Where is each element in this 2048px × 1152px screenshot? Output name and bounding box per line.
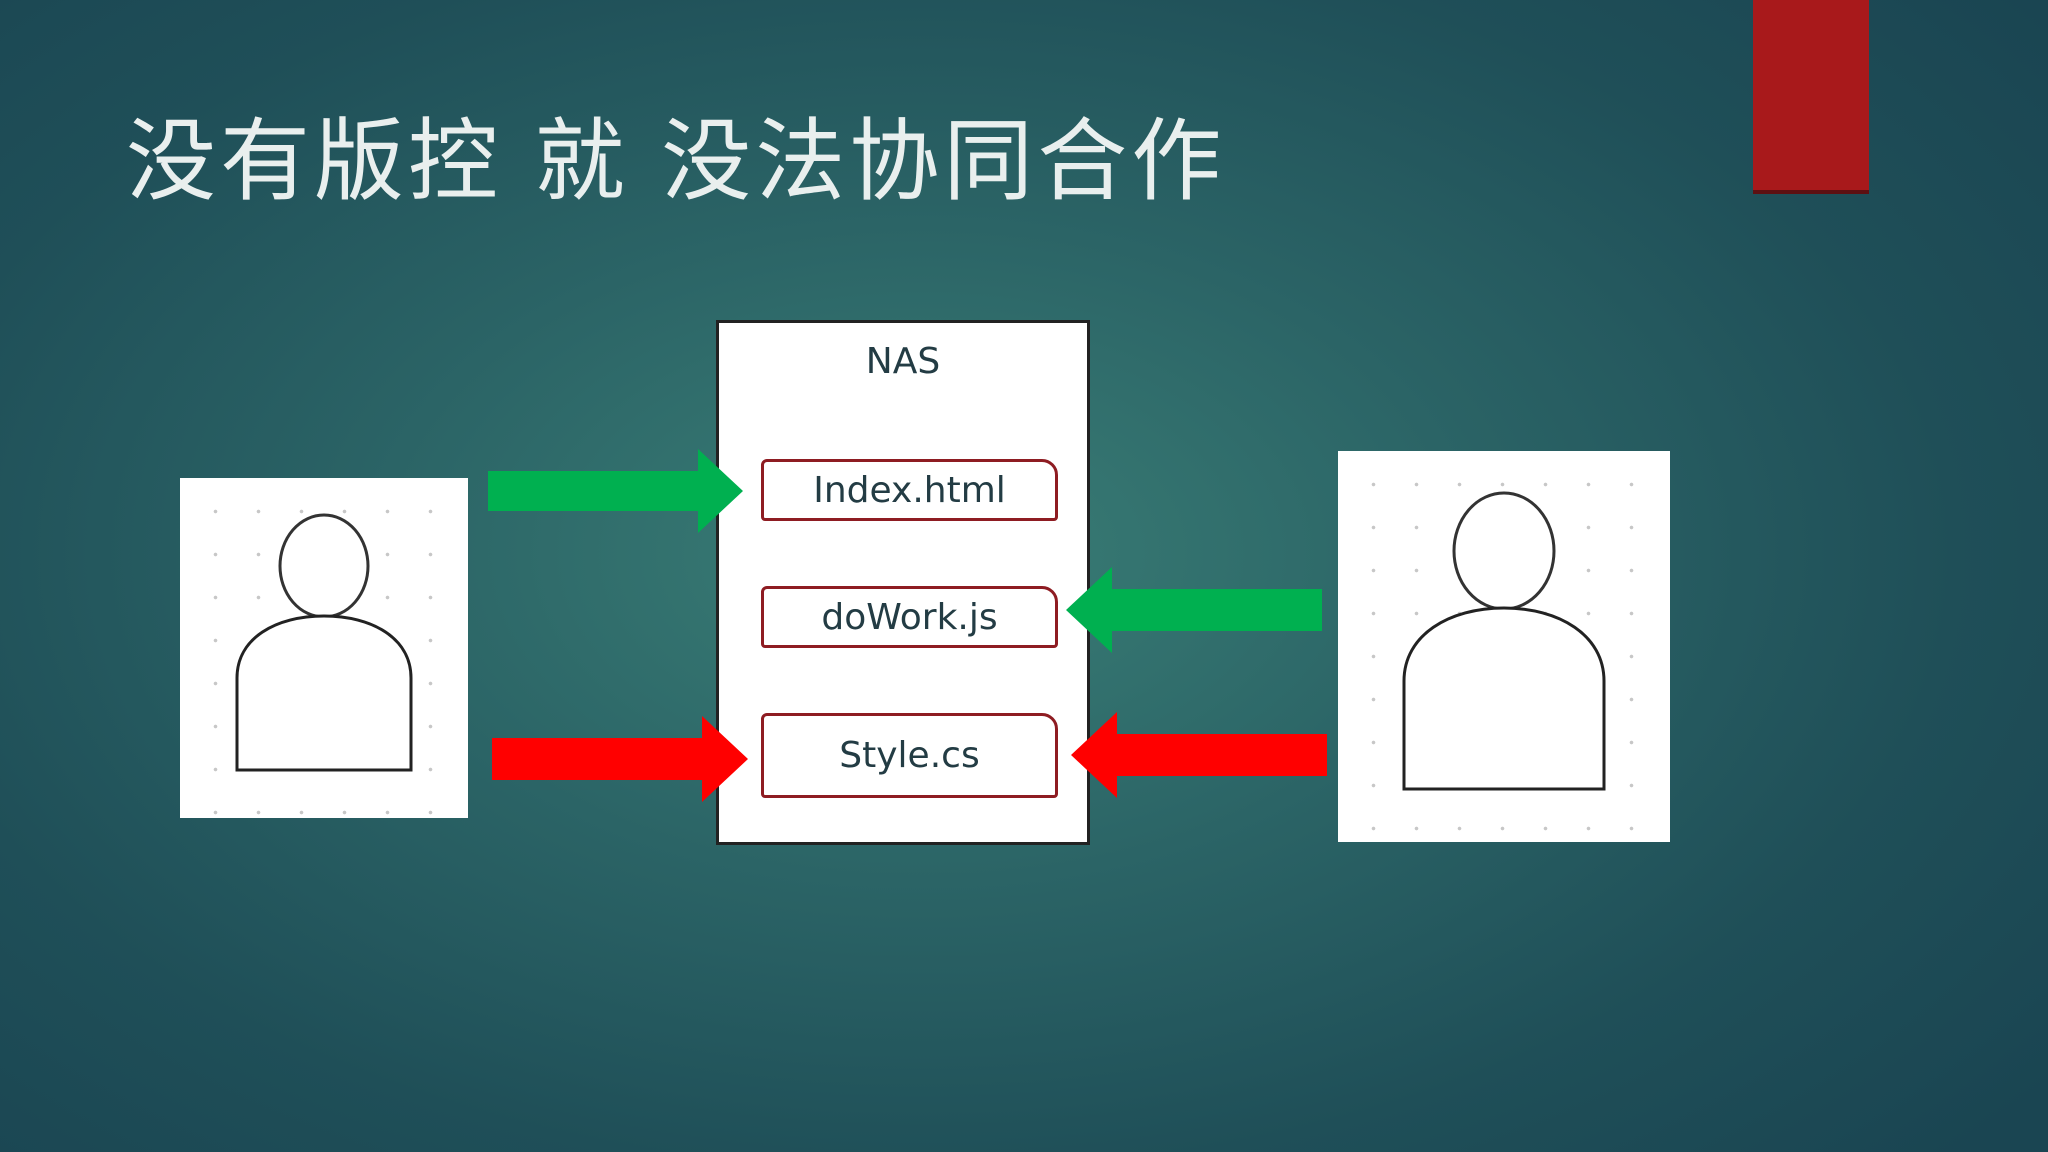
person-outline-icon [235,513,413,772]
accent-bar [1753,0,1869,190]
green-arrow-left-to-nas [488,449,743,533]
nas-label: NAS [865,341,941,382]
red-arrow-left-to-nas [492,716,748,802]
user-right-card [1338,451,1670,842]
slide-title: 没有版控 就 没法协同合作 [126,109,1226,214]
file-style-cs: Style.cs [761,713,1058,798]
green-arrow-right-to-nas [1066,567,1322,653]
user-left-card [180,478,468,818]
person-outline-icon [1402,491,1606,791]
file-index-html: Index.html [761,459,1058,521]
file-dowork-js: doWork.js [761,586,1058,648]
red-arrow-right-to-nas [1071,712,1327,798]
